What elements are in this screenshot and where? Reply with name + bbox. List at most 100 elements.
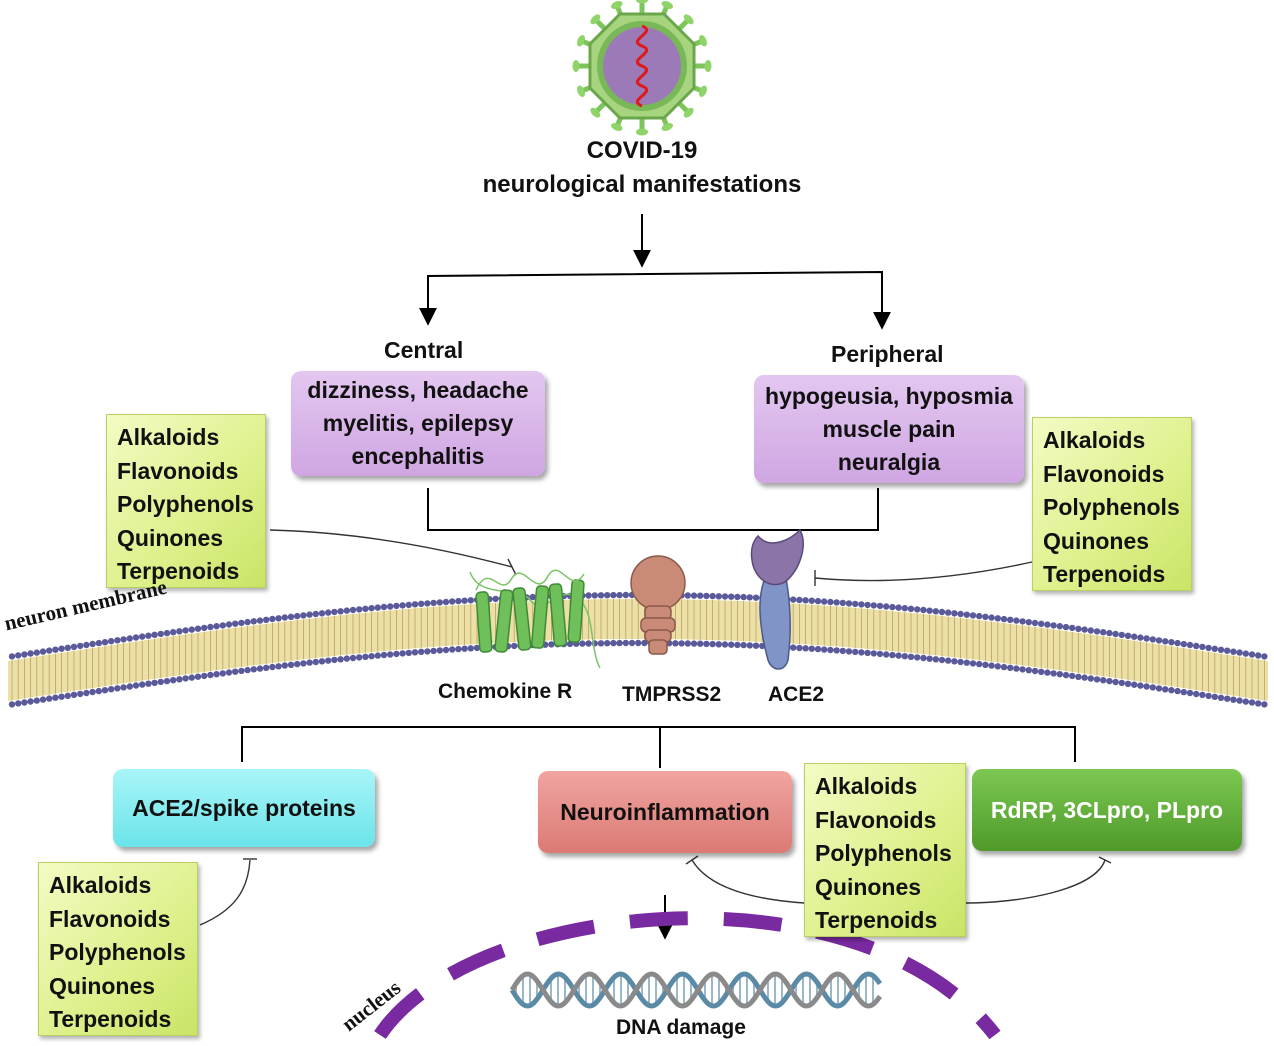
tmprss2-icon — [630, 555, 686, 655]
lipid-head — [374, 604, 381, 611]
lipid-head — [721, 593, 729, 600]
lipid-head — [1038, 620, 1045, 627]
lipid-head — [1075, 625, 1082, 632]
lipid-head — [604, 592, 611, 599]
lipid-head — [920, 606, 927, 614]
lipid-head — [145, 680, 152, 687]
lipid-head — [1193, 642, 1200, 650]
flow-connectors — [241, 214, 1076, 940]
compound-item: Flavonoids — [1043, 460, 1165, 487]
lipid-head — [58, 645, 65, 652]
lipid-head — [907, 653, 915, 660]
lipid-head — [405, 601, 412, 609]
lipid-head — [1255, 700, 1262, 707]
lipid-head — [1025, 619, 1033, 626]
lipid-head — [101, 687, 109, 694]
diagram-title: COVID-19 neurological manifestations — [442, 134, 842, 202]
lipid-head — [597, 640, 605, 647]
virus-spike-tip — [590, 14, 601, 25]
lipid-head — [83, 689, 90, 697]
compound-item: Alkaloids — [49, 872, 152, 898]
lipid-head — [325, 657, 332, 664]
lipid-head — [1205, 692, 1212, 700]
lipid-head — [994, 663, 1001, 670]
lipid-head — [126, 683, 133, 690]
lipid-head — [318, 658, 326, 665]
lipid-head — [622, 591, 629, 599]
lipid-head — [1168, 639, 1175, 646]
lipid-head — [8, 701, 16, 708]
lipid-head — [1025, 667, 1033, 674]
lipid-head — [858, 649, 865, 656]
lipid-head — [1031, 667, 1039, 675]
lipid-head — [814, 597, 822, 605]
lipid-head — [1248, 699, 1256, 706]
lipid-head — [343, 655, 350, 662]
lipid-head — [883, 603, 890, 610]
lipid-head — [430, 647, 437, 655]
lipid-head — [926, 607, 933, 614]
lipid-head — [1062, 671, 1070, 679]
lipid-head — [250, 666, 257, 673]
lipid-head — [672, 640, 679, 647]
lipid-head — [752, 594, 760, 601]
lipid-head — [157, 630, 164, 638]
lipid-head — [157, 678, 164, 686]
lipid-head — [281, 614, 288, 621]
lipid-head — [715, 641, 722, 648]
lipid-head — [1112, 630, 1119, 638]
lipid-head — [969, 660, 977, 667]
lipid-head — [399, 602, 406, 609]
lipid-head — [331, 656, 338, 664]
lipid-head — [256, 665, 264, 672]
lipid-head — [33, 649, 40, 656]
virus-spike-tip — [683, 107, 694, 118]
lipid-head — [684, 592, 691, 599]
lipid-head — [294, 660, 301, 668]
lipid-head — [263, 664, 270, 671]
lipid-head — [263, 616, 270, 623]
peripheral-symptom: muscle pain — [822, 415, 956, 442]
lipid-head — [151, 631, 158, 638]
lipid-head — [1100, 677, 1107, 684]
lipid-head — [1211, 645, 1219, 652]
lipid-head — [188, 626, 195, 633]
lipid-head — [740, 641, 747, 649]
lipid-head — [1143, 683, 1150, 690]
lipid-head — [703, 640, 710, 648]
lipid-head — [715, 593, 722, 600]
lipid-head — [362, 653, 369, 660]
lipid-head — [21, 699, 28, 706]
lipid-head — [914, 606, 921, 613]
title-line-1: COVID-19 — [586, 137, 698, 164]
lipid-head — [1261, 653, 1268, 660]
compound-item: Terpenoids — [1043, 561, 1166, 587]
lipid-head — [709, 592, 716, 600]
lipid-head — [628, 639, 636, 647]
lipid-head — [306, 611, 313, 618]
tmprss2-label: TMPRSS2 — [622, 683, 722, 706]
lipid-head — [108, 686, 115, 693]
lipid-head — [697, 640, 704, 647]
lipid-head — [821, 646, 828, 653]
lipid-head — [1211, 693, 1219, 700]
lipid-head — [1019, 666, 1026, 673]
lipid-head — [845, 648, 853, 655]
lipid-head — [945, 609, 952, 616]
lipid-head — [70, 691, 78, 698]
lipid-head — [250, 618, 257, 625]
lipid-head — [281, 662, 288, 669]
compound-item: Polyphenols — [1043, 494, 1180, 520]
lipid-head — [331, 608, 338, 616]
lipid-head — [15, 652, 22, 659]
lipid-head — [225, 621, 233, 628]
lipid-head — [585, 640, 592, 647]
lipid-head — [690, 640, 698, 647]
lipid-head — [622, 639, 629, 647]
lipid-head — [207, 623, 214, 631]
lipid-head — [269, 663, 276, 671]
lipid-head — [1217, 694, 1225, 701]
lipid-head — [734, 641, 741, 649]
lipid-head — [8, 653, 16, 660]
lipid-head — [895, 604, 902, 611]
